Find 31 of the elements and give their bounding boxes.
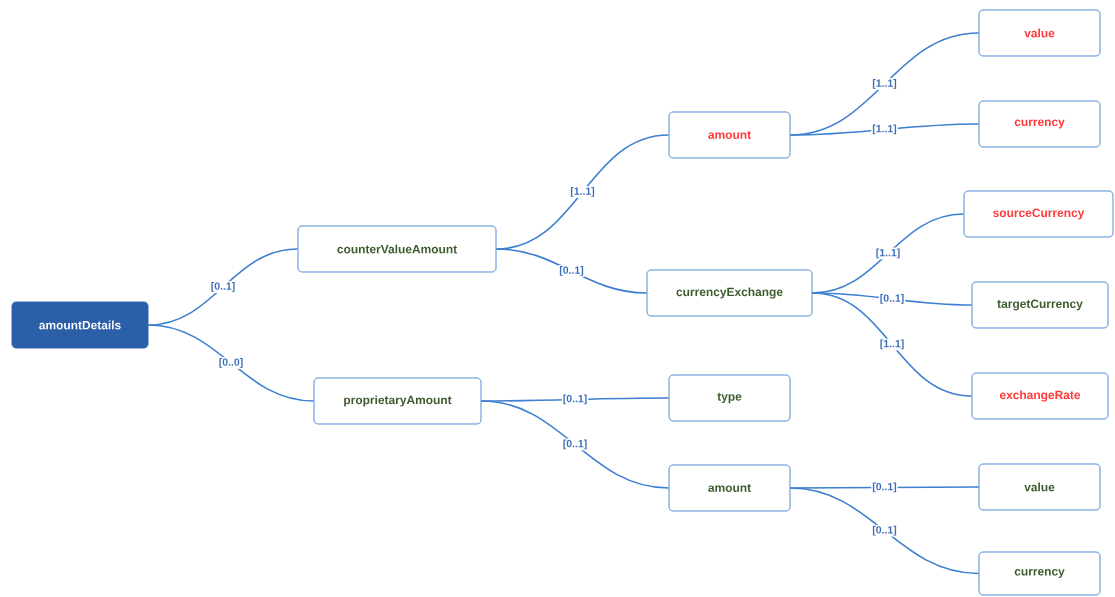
edge-label: [0..1] [871,524,898,537]
connector [147,324,315,402]
edge-label: [1..1] [569,186,596,198]
field-box: type [668,374,791,422]
required-field-box: exchangeRate [971,372,1109,420]
field-box: currency [978,551,1101,596]
edge-label: [0..1] [878,293,906,305]
edge-label: [1..1] [871,123,898,136]
connector [480,400,670,489]
field-box: targetCurrency [971,281,1109,329]
connector [789,487,980,575]
edge-label: [1..1] [874,247,902,260]
field-box: currencyExchange [646,269,813,317]
edge-label: [1..1] [871,78,898,90]
field-box: amount [668,464,791,512]
field-box: counterValueAmount [297,225,497,273]
edge-label: [1..1] [878,338,906,351]
required-field-box: amount [668,111,791,159]
required-field-box: sourceCurrency [963,190,1114,238]
edge-label: [0..1] [558,265,585,277]
required-field-box: value [978,9,1101,57]
field-box: proprietaryAmount [313,377,482,425]
edge-label: [0..1] [561,393,589,406]
field-box: value [978,463,1101,511]
edge-label: [0..0] [217,357,245,369]
connector [811,292,973,397]
edge-label: [0..1] [209,281,237,293]
root-box: amountDetails [11,301,149,349]
required-field-box: currency [978,100,1101,148]
edge-label: [0..1] [561,438,589,451]
edge-label: [0..1] [871,481,898,494]
